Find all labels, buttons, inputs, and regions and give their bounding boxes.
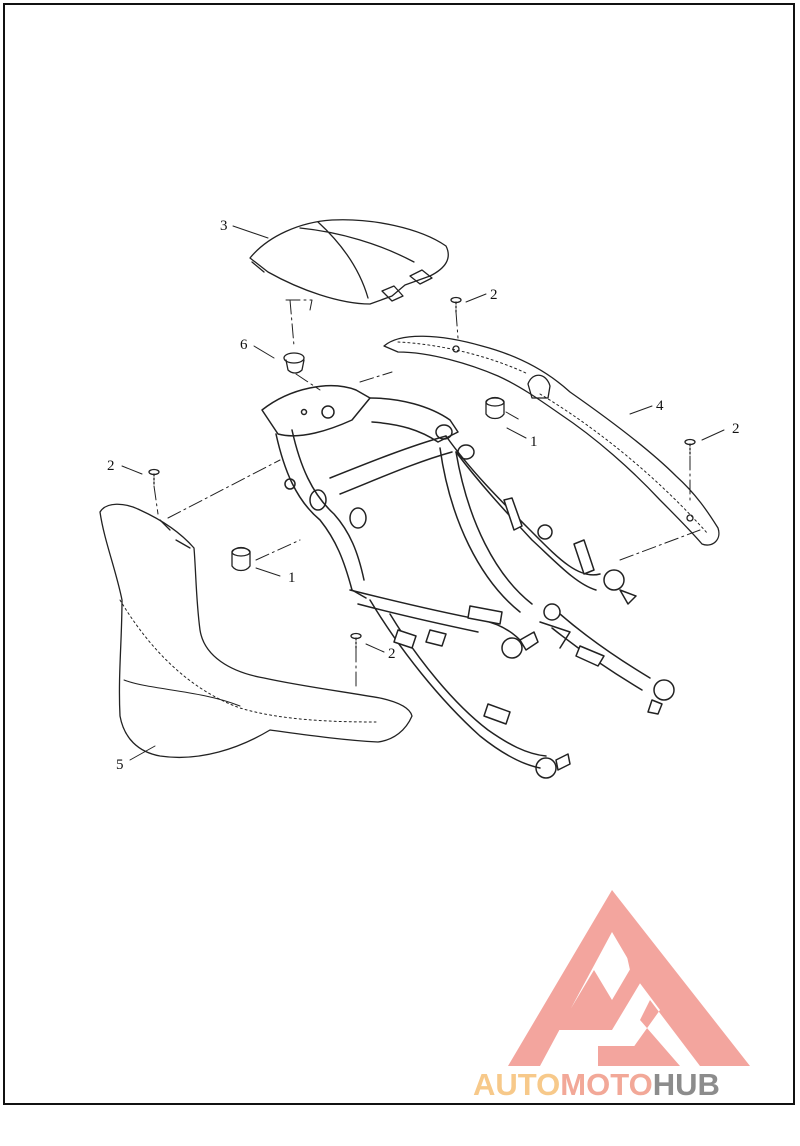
leader-line-3 — [232, 225, 269, 239]
callout-4: 4 — [656, 398, 664, 414]
screw-part-2b — [684, 438, 696, 455]
bumper-part-1a — [485, 396, 505, 420]
rear-subframe — [261, 385, 675, 779]
callout-2-left: 2 — [107, 458, 115, 474]
callout-5: 5 — [116, 757, 124, 773]
screw-part-2a — [450, 296, 462, 313]
screw-part-2d — [350, 632, 362, 649]
watermark-text: AUTOMOTOHUB — [473, 1067, 720, 1102]
automotohub-logo — [508, 890, 750, 1066]
callout-1-upper: 1 — [530, 434, 538, 450]
leader-line-2b — [701, 429, 725, 441]
right-side-rail-part — [383, 335, 720, 546]
callout-2-right: 2 — [732, 421, 740, 437]
leader-line-2c — [121, 465, 143, 475]
leader-line-1b — [255, 567, 281, 577]
callout-2-top: 2 — [490, 287, 498, 303]
grommet-part-6 — [283, 352, 305, 374]
leader-line-1a — [506, 427, 527, 439]
leader-line-4 — [629, 405, 653, 415]
watermark-hub: HUB — [653, 1067, 720, 1102]
page-border — [3, 3, 795, 1105]
mount-bolt-fittings — [501, 569, 675, 779]
watermark-moto: MOTO — [560, 1067, 652, 1102]
leader-line-2a — [465, 293, 487, 303]
left-side-panel-part — [99, 503, 413, 759]
callout-2-bottom: 2 — [388, 646, 396, 662]
watermark-auto: AUTO — [473, 1067, 560, 1102]
callout-6: 6 — [240, 337, 248, 353]
bumper-part-1b — [231, 546, 251, 572]
assembly-centerlines — [153, 299, 701, 691]
callout-1-lower: 1 — [288, 570, 296, 586]
leader-line-2d — [365, 643, 385, 653]
screw-part-2c — [148, 468, 160, 485]
seat-cowl-part — [249, 219, 449, 305]
callout-3: 3 — [220, 218, 228, 234]
leader-line-5 — [129, 745, 156, 761]
leader-line-6 — [253, 345, 275, 359]
